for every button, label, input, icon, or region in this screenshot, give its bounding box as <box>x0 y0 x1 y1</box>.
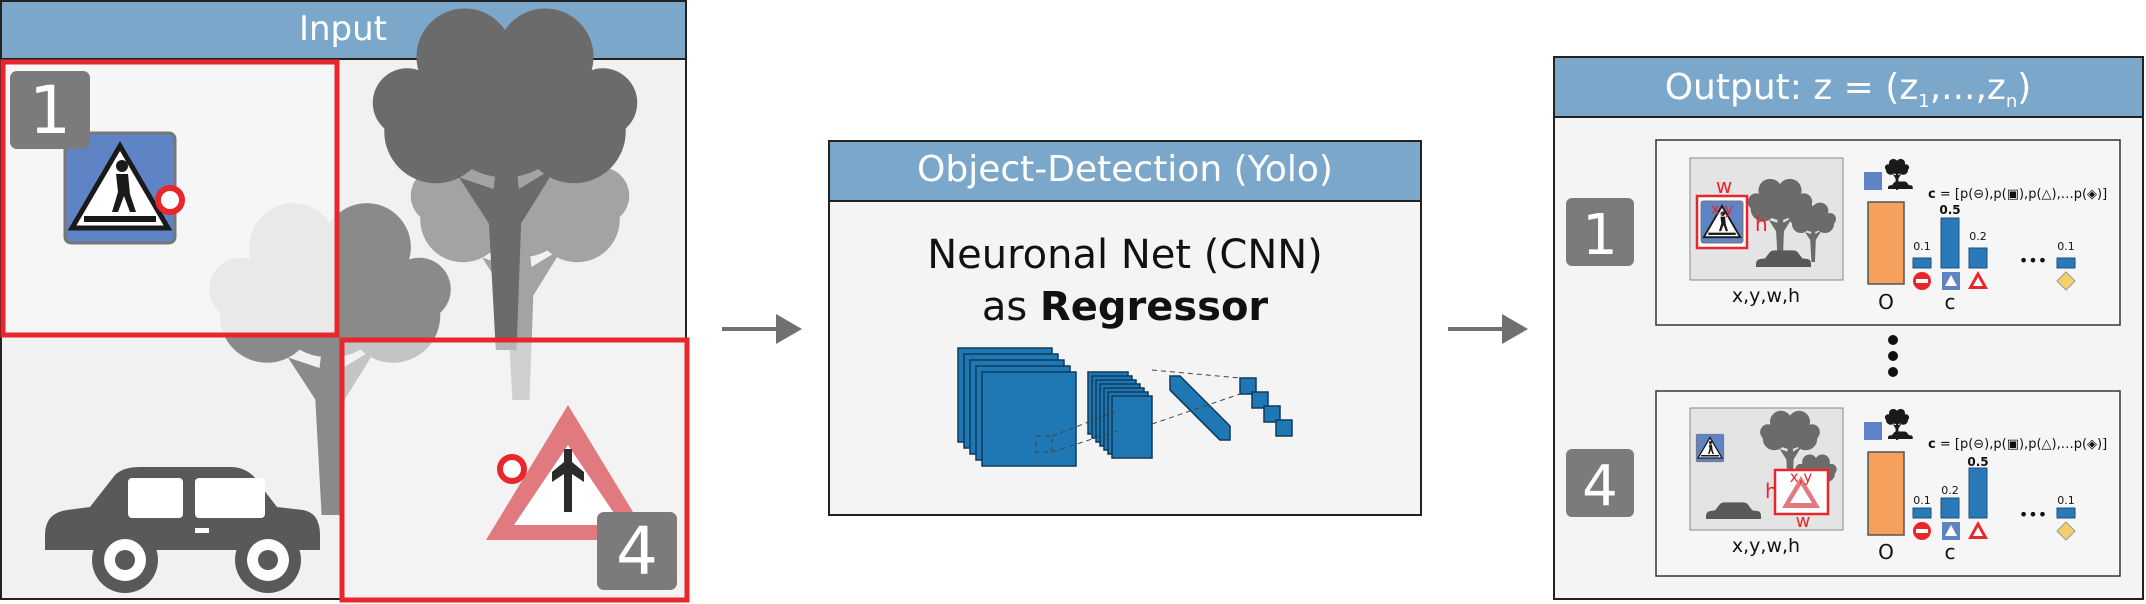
output-row-4-thumb-sign <box>1695 433 1725 463</box>
class-prob-bar <box>2056 507 2076 519</box>
region-4-badge <box>597 512 677 590</box>
output-header <box>1553 56 2144 118</box>
output-row-4-xy: x,y <box>1790 468 1813 486</box>
output-row-4-formula: c = [p(⊖),p(▣),p(△),…p(◈)] <box>1928 437 2107 452</box>
cnn-layers-illustration <box>957 347 1293 467</box>
arrow-input-to-detector <box>722 314 802 344</box>
arrow-detector-to-output <box>1448 314 1528 344</box>
output-row-1-badge <box>1566 198 1634 266</box>
output-row-1-h: h <box>1755 212 1768 236</box>
output-row-1-objectness-icon <box>1864 158 1913 190</box>
region-4-number: 4 <box>616 513 658 590</box>
output-row-1-class-chart <box>1912 217 2076 269</box>
output-row-1-c-label: c <box>1945 290 1956 314</box>
detector-line1: Neuronal Net (CNN) <box>927 232 1323 278</box>
output-row-1-formula: c = [p(⊖),p(▣),p(△),…p(◈)] <box>1928 187 2107 202</box>
priority-road-warning-sign <box>486 405 650 540</box>
output-row-4-badge <box>1566 449 1634 517</box>
output-row-4-c-label: c <box>1945 540 1956 564</box>
output-title: Output: z = (z1,...,zn) <box>1665 67 2032 112</box>
output-row-4-prob-label-3: 0.5 <box>1967 455 1988 469</box>
class-prob-bar <box>2056 257 2076 269</box>
output-row-4-prob-label-1: 0.1 <box>1913 494 1931 507</box>
detector-header <box>828 140 1422 202</box>
output-row-1-prob-label-4: 0.1 <box>2057 240 2075 253</box>
output-row-1-prob-label-3: 0.2 <box>1969 230 1987 243</box>
output-row-4-h: h <box>1765 479 1778 503</box>
output-row-4-objectness-bar <box>1867 451 1905 536</box>
class-prob-bar <box>1968 247 1988 269</box>
output-row-4-ellipsis: ••• <box>2019 505 2047 524</box>
detector-line2: as Regressor <box>982 284 1269 330</box>
output-row-4-class-chart <box>1912 467 2076 519</box>
output-row-1-xy: x,y <box>1711 200 1734 218</box>
output-row-1-w: w <box>1716 174 1732 198</box>
input-title: Input <box>299 9 387 49</box>
output-row-4-box-label: x,y,w,h <box>1732 535 1800 557</box>
class-prob-bar <box>1940 497 1960 519</box>
region-4-center-marker <box>497 454 527 484</box>
output-row-1-class-icons <box>1913 271 2076 291</box>
detector-panel: Object-Detection (Yolo) Neuronal Net (CN… <box>828 140 1422 516</box>
class-prob-bar <box>1940 217 1960 269</box>
region-1-number: 1 <box>29 72 71 149</box>
class-prob-bar <box>1912 257 1932 269</box>
input-panel: Input 1 <box>0 0 690 603</box>
output-row-4-prob-label-4: 0.1 <box>2057 494 2075 507</box>
output-row-4-prob-label-2: 0.2 <box>1941 484 1959 497</box>
output-row-1-ellipsis: ••• <box>2019 251 2047 270</box>
output-row-4-class-icons <box>1913 521 2076 541</box>
detector-title: Object-Detection (Yolo) <box>917 149 1333 190</box>
output-row-1: 1 w h x,y x,y,w,h O c = [p(⊖),p(▣),p(△),… <box>1566 139 2121 326</box>
car-illustration <box>45 467 320 593</box>
output-row-1-prob-label-1: 0.1 <box>1913 240 1931 253</box>
region-1-badge <box>10 71 90 149</box>
output-row-1-o-label: O <box>1878 290 1894 314</box>
output-row-1-objectness-bar <box>1867 201 1905 285</box>
output-row-4-number: 4 <box>1582 454 1618 519</box>
output-row-4-objectness-icon <box>1864 408 1913 440</box>
output-row-4: 4 x,y h w x,y,w,h O c = [p(⊖),p(▣),p(△),… <box>1566 390 2121 577</box>
pedestrian-crossing-sign <box>65 133 175 243</box>
class-prob-bar <box>1912 507 1932 519</box>
output-row-1-number: 1 <box>1582 203 1618 268</box>
output-row-1-box-label: x,y,w,h <box>1732 285 1800 307</box>
output-panel: Output: z = (z1,...,zn) 1 w h x,y x,y,w,… <box>1553 56 2144 600</box>
output-row-4-o-label: O <box>1878 540 1894 564</box>
rows-ellipsis <box>1888 335 1898 377</box>
class-prob-bar <box>1968 467 1988 519</box>
output-row-4-w: w <box>1796 511 1811 532</box>
region-1-center-marker <box>155 185 185 215</box>
output-row-1-prob-label-2: 0.5 <box>1939 203 1960 217</box>
